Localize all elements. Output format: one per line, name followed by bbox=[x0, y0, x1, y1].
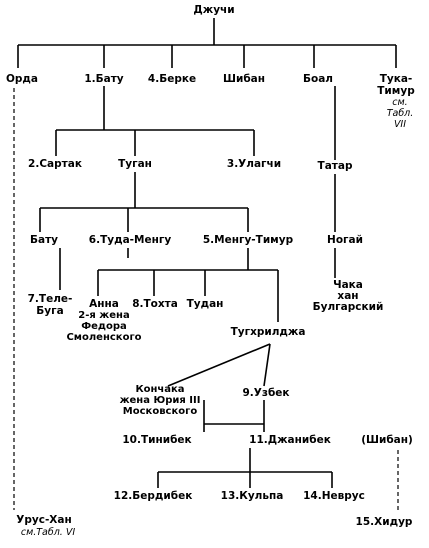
node-nevrus: 14.Неврус bbox=[303, 490, 365, 502]
node-orda: Орда bbox=[5, 73, 39, 85]
node-mengu-timur: 5.Менгу-Тимур bbox=[202, 234, 294, 246]
node-ulagchi: 3.Улагчи bbox=[226, 158, 282, 170]
node-berdibek: 12.Бердибек bbox=[113, 490, 193, 502]
node-anna: Анна bbox=[89, 298, 119, 310]
node-tudan: Тудан bbox=[186, 298, 224, 310]
node-janibek: 11.Джанибек bbox=[249, 434, 331, 446]
node-tugkhrilcha: Тугхрилджа bbox=[230, 326, 306, 338]
node-sartak: 2.Сартак bbox=[28, 158, 82, 170]
node-tinibek: 10.Тинибек bbox=[122, 434, 192, 446]
node-berke: 4.Берке bbox=[147, 73, 197, 85]
tuka-timur-reference: см. Табл. VII bbox=[386, 97, 414, 130]
node-tatar: Татар bbox=[317, 160, 353, 172]
node-shiban: Шибан bbox=[223, 73, 265, 85]
node-uzbek: 9.Узбек bbox=[242, 387, 290, 399]
urus-khan-reference: см.Табл. VI bbox=[20, 527, 76, 538]
node-tuka-timur: Тука- Тимур bbox=[377, 73, 415, 97]
node-tuda-mengu: 6.Туда-Менгу bbox=[88, 234, 172, 246]
anna-note: 2-я жена Федора Смоленского bbox=[66, 310, 142, 343]
node-nogai: Ногай bbox=[327, 234, 363, 246]
node-konchaka: Кончака жена Юрия III Московского bbox=[119, 384, 201, 417]
node-khidur: 15.Хидур bbox=[355, 516, 413, 528]
node-tele-buga: 7.Теле- Буга bbox=[27, 293, 73, 317]
node-boal: Боал bbox=[303, 73, 333, 85]
node-kulpa: 13.Кульпа bbox=[220, 490, 284, 502]
node-batu: 1.Бату bbox=[84, 73, 124, 85]
node-tugan: Туган bbox=[118, 158, 152, 170]
node-dzhuchi: Джучи bbox=[193, 4, 235, 16]
node-urus-khan: Урус-Хан bbox=[16, 514, 72, 526]
node-tokhta: 8.Тохта bbox=[132, 298, 178, 310]
node-shiban-2: (Шибан) bbox=[361, 434, 413, 446]
node-chaka: Чака хан Булгарский bbox=[312, 279, 384, 313]
node-batu-2: Бату bbox=[29, 234, 59, 246]
